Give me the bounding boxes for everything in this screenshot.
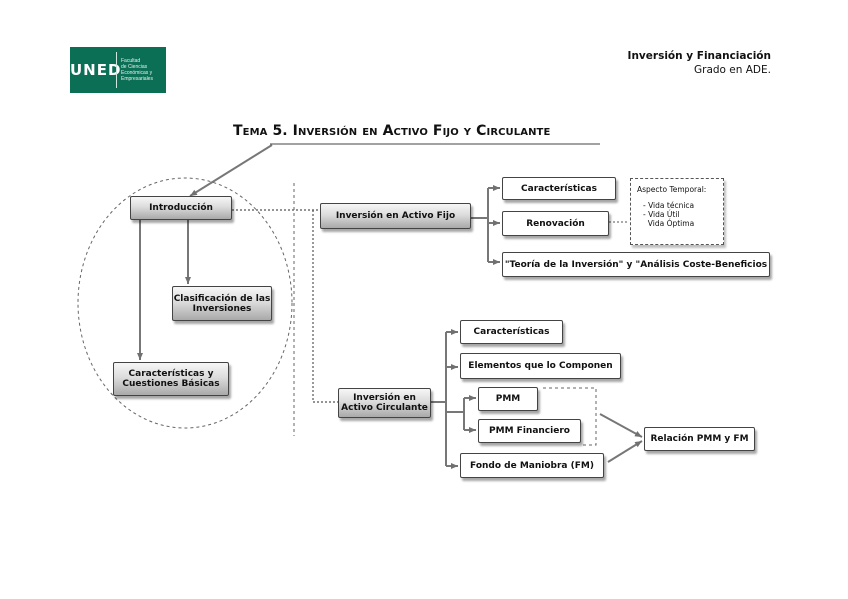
relacion-arrow-upper xyxy=(599,413,643,438)
logo-faculty-text: Facultad de Ciencias Económicas y Empres… xyxy=(117,58,153,82)
logo-divider xyxy=(116,52,117,88)
list-item: Vida técnica xyxy=(643,201,723,210)
aspecto-temporal-list: Vida técnica Vida Útil Vida Óptima xyxy=(637,201,723,228)
diagram-title: Tema 5. Inversión en Activo Fijo y Circu… xyxy=(233,123,551,139)
node-ac-pmm: PMM xyxy=(478,387,538,411)
node-activo-circulante: Inversión en Activo Circulante xyxy=(338,388,431,418)
node-af-renovacion: Renovación xyxy=(502,211,609,236)
node-activo-fijo: Inversión en Activo Fijo xyxy=(320,203,471,229)
list-item: Vida Óptima xyxy=(647,219,695,228)
node-clasificacion: Clasificación de las Inversiones xyxy=(172,286,272,321)
node-introduccion: Introducción xyxy=(130,196,232,220)
pmm-bracket xyxy=(543,387,597,446)
uned-logo: UNED Facultad de Ciencias Económicas y E… xyxy=(70,47,166,93)
logo-line: de Ciencias xyxy=(121,64,148,70)
aspecto-temporal-note: Aspecto Temporal: Vida técnica Vida Útil… xyxy=(630,178,724,245)
node-ac-fondo-maniobra: Fondo de Maniobra (FM) xyxy=(460,453,604,478)
node-af-caracteristicas: Características xyxy=(502,177,616,200)
logo-line: Empresariales xyxy=(121,76,153,82)
node-ac-elementos: Elementos que lo Componen xyxy=(460,353,621,379)
node-caracteristicas-basicas: Características y Cuestiones Básicas xyxy=(113,362,229,396)
introduction-group-ellipse xyxy=(77,177,293,429)
title-arrow xyxy=(189,144,273,197)
node-ac-pmm-financiero: PMM Financiero xyxy=(478,419,581,443)
relacion-arrow-lower xyxy=(607,440,643,463)
logo-mark: UNED xyxy=(70,61,122,79)
list-item: Vida Útil xyxy=(643,210,723,219)
course-title: Inversión y Financiación xyxy=(627,50,771,62)
node-af-teoria: "Teoría de la Inversión" y "Análisis Cos… xyxy=(502,252,770,277)
node-relacion: Relación PMM y FM xyxy=(644,427,755,451)
course-header: Inversión y Financiación Grado en ADE. xyxy=(628,49,771,77)
aspecto-temporal-heading: Aspecto Temporal: xyxy=(637,185,707,194)
logo-line: Facultad xyxy=(121,58,141,64)
logo-line: Económicas y xyxy=(121,70,153,76)
node-ac-caracteristicas: Características xyxy=(460,320,563,344)
course-subtitle: Grado en ADE. xyxy=(693,64,771,76)
